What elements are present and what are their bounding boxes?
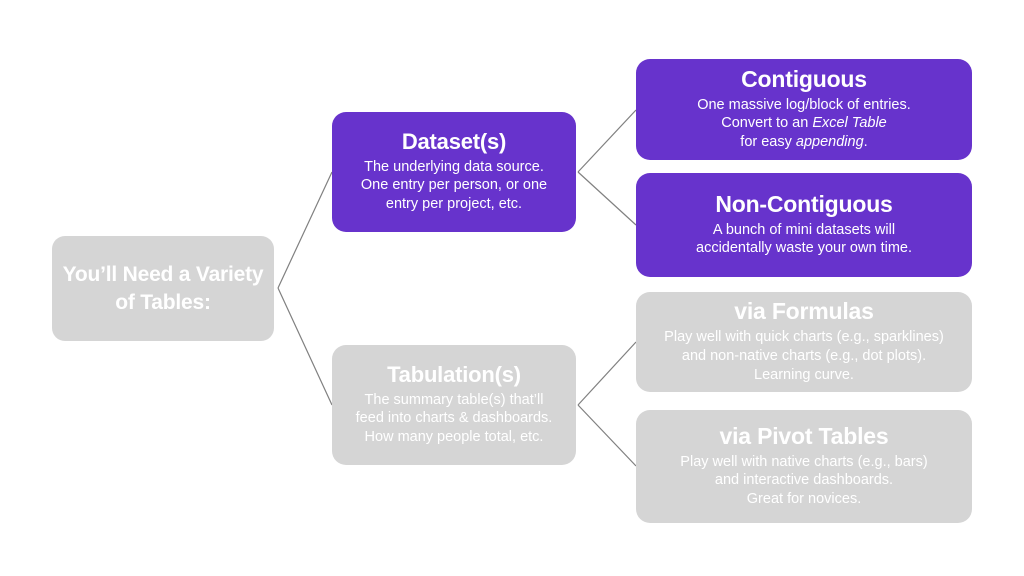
node-non-contiguous-description: A bunch of mini datasets will accidental… xyxy=(696,221,912,259)
node-contiguous-title: Contiguous xyxy=(741,65,867,92)
desc-line: accidentally waste your own time. xyxy=(696,240,912,257)
desc-line: Learning curve. xyxy=(754,366,854,383)
connector-dataset-to-noncontiguous xyxy=(577,171,637,226)
node-non-contiguous-title: Non-Contiguous xyxy=(715,190,893,217)
desc-line: Play well with quick charts (e.g., spark… xyxy=(664,329,944,346)
node-dataset-description: The underlying data source. One entry pe… xyxy=(361,158,547,215)
node-via-pivot-tables-title: via Pivot Tables xyxy=(719,422,889,449)
node-via-formulas-title: via Formulas xyxy=(734,298,874,325)
desc-line: One entry per person, or one xyxy=(360,177,548,194)
node-contiguous-description: One massive log/block of entries. Conver… xyxy=(697,96,911,153)
desc-line: and interactive dashboards. xyxy=(714,472,894,489)
node-via-pivot-tables[interactable]: via Pivot Tables Play well with native c… xyxy=(636,410,972,523)
desc-line: One massive log/block of entries. xyxy=(697,96,911,113)
node-dataset-title: Dataset(s) xyxy=(401,128,507,154)
desc-line: How many people total, etc. xyxy=(364,429,544,446)
node-root[interactable]: You’ll Need a Variety of Tables: xyxy=(52,236,274,341)
desc-line: entry per project, etc. xyxy=(385,196,523,213)
node-via-pivot-tables-description: Play well with native charts (e.g., bars… xyxy=(680,453,927,510)
desc-line: A bunch of mini datasets will xyxy=(712,221,896,238)
node-dataset[interactable]: Dataset(s) The underlying data source. O… xyxy=(332,112,576,232)
node-tabulation-title: Tabulation(s) xyxy=(387,361,521,387)
italic-excel-table: Excel Table xyxy=(812,115,887,132)
node-root-title: You’ll Need a Variety of Tables: xyxy=(62,263,264,314)
desc-line-italic-convert: Convert to an Excel Table xyxy=(721,115,887,132)
connector-tabulation-to-formulas xyxy=(577,341,637,406)
italic-appending: appending xyxy=(795,134,864,151)
node-tabulation-description: The summary table(s) that’ll feed into c… xyxy=(356,391,553,448)
desc-line: Great for novices. xyxy=(746,491,862,508)
node-contiguous[interactable]: Contiguous One massive log/block of entr… xyxy=(636,59,972,160)
connector-root-to-dataset xyxy=(277,171,333,289)
connector-tabulation-to-pivot xyxy=(577,404,637,467)
connector-root-to-tabulation xyxy=(277,287,333,406)
desc-line: The summary table(s) that’ll xyxy=(364,391,544,408)
desc-line: The underlying data source. xyxy=(364,158,544,175)
node-via-formulas-description: Play well with quick charts (e.g., spark… xyxy=(664,328,944,385)
node-tabulation[interactable]: Tabulation(s) The summary table(s) that’… xyxy=(332,345,576,465)
desc-line: feed into charts & dashboards. xyxy=(355,410,553,427)
desc-line: Play well with native charts (e.g., bars… xyxy=(680,453,928,470)
desc-line: and non-native charts (e.g., dot plots). xyxy=(681,347,927,364)
node-via-formulas[interactable]: via Formulas Play well with quick charts… xyxy=(636,292,972,392)
connector-dataset-to-contiguous xyxy=(577,109,637,173)
desc-line-italic-appending: for easy appending. xyxy=(740,134,868,151)
node-non-contiguous[interactable]: Non-Contiguous A bunch of mini datasets … xyxy=(636,173,972,277)
